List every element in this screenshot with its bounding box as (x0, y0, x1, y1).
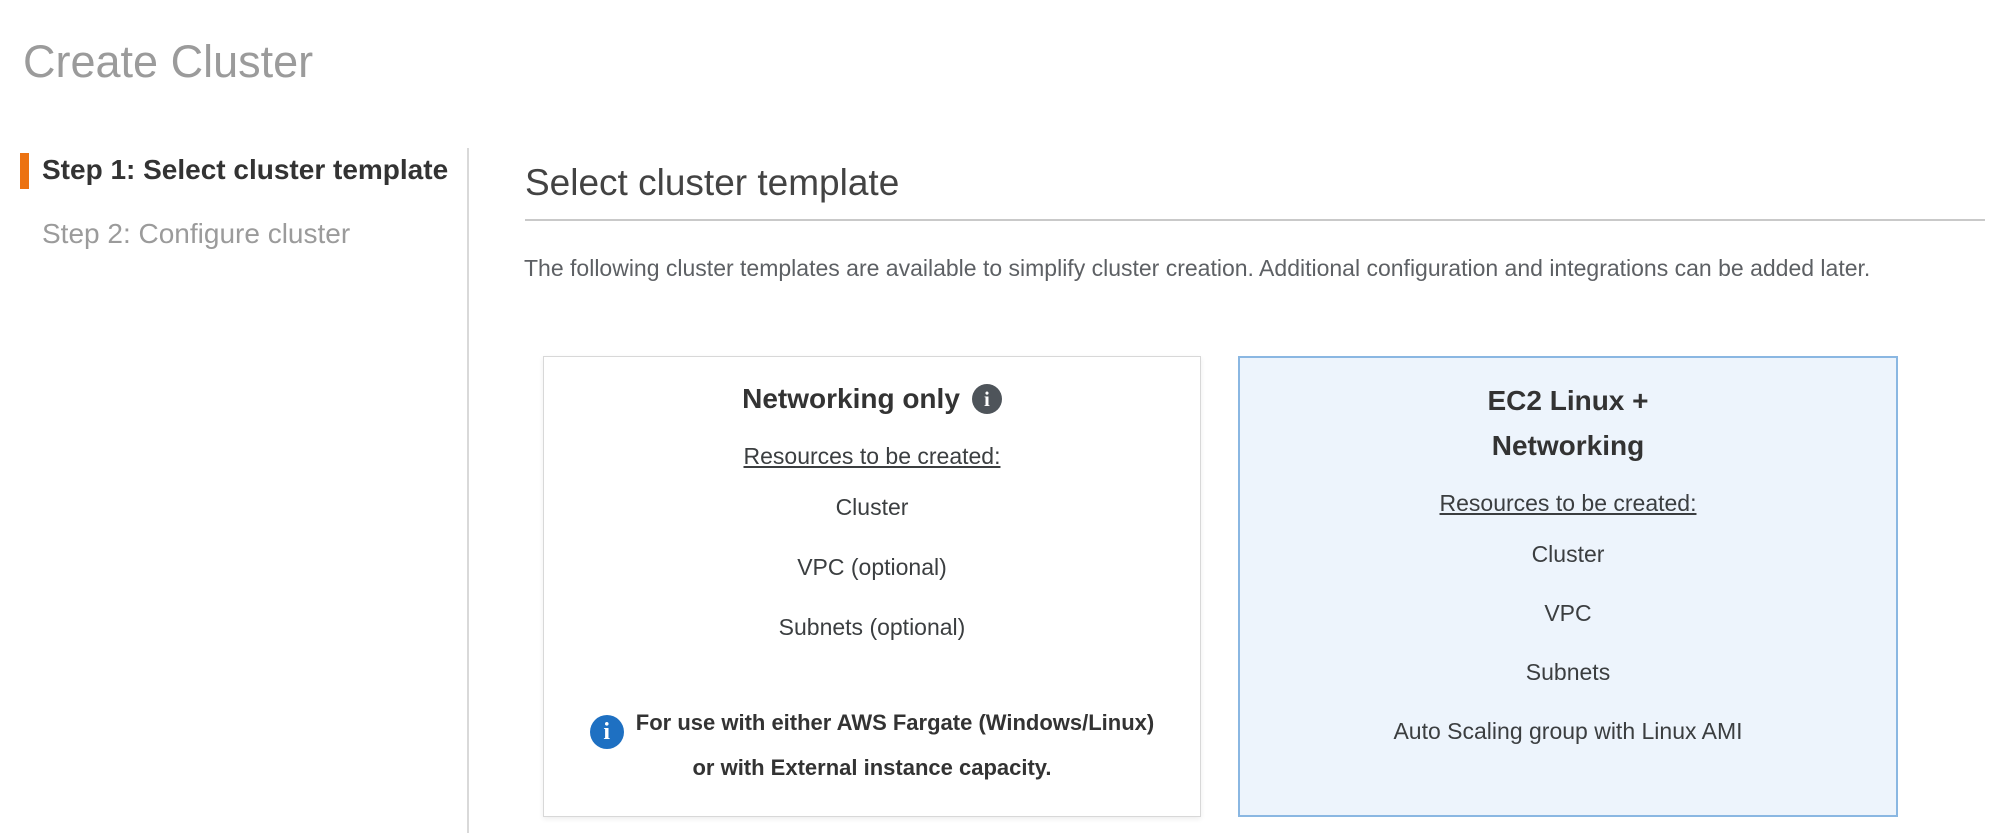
resources-heading: Resources to be created: (1439, 490, 1697, 516)
resource-item: Cluster (835, 494, 909, 520)
resource-item: VPC (optional) (797, 554, 947, 580)
step-2-label: Step 2: Configure cluster (42, 218, 351, 249)
resource-item: Auto Scaling group with Linux AMI (1393, 718, 1743, 744)
active-step-indicator (20, 153, 29, 189)
step-1-select-cluster-template[interactable]: Step 1: Select cluster template (20, 152, 449, 189)
step-2-configure-cluster[interactable]: Step 2: Configure cluster (20, 216, 350, 252)
info-icon: i (589, 715, 624, 749)
step-1-label: Step 1: Select cluster template (42, 154, 449, 185)
section-heading-divider (525, 219, 1985, 221)
resource-item: Cluster (1531, 541, 1605, 567)
card-networking-title: Networking only (742, 383, 960, 414)
resource-item: VPC (1544, 600, 1592, 626)
card-networking-title-row: Networking only i (544, 382, 1200, 416)
section-description: The following cluster templates are avai… (524, 255, 1871, 281)
resources-heading: Resources to be created: (743, 443, 1001, 469)
page-title: Create Cluster (23, 36, 314, 87)
card-networking-footnote-text: For use with either AWS Fargate (Windows… (635, 710, 1155, 780)
card-networking-footnote: i For use with either AWS Fargate (Window… (584, 704, 1160, 786)
section-heading: Select cluster template (525, 162, 900, 203)
card-networking-only[interactable]: Networking only i Resources to be create… (543, 356, 1201, 817)
resource-item: Subnets (1525, 659, 1611, 685)
resource-item: Subnets (optional) (778, 614, 966, 640)
sidebar-divider (467, 148, 469, 833)
info-icon[interactable]: i (971, 384, 1002, 414)
card-ec2-linux-networking[interactable]: EC2 Linux + Networking Resources to be c… (1238, 356, 1898, 817)
card-ec2-title: EC2 Linux + Networking (1487, 385, 1649, 461)
